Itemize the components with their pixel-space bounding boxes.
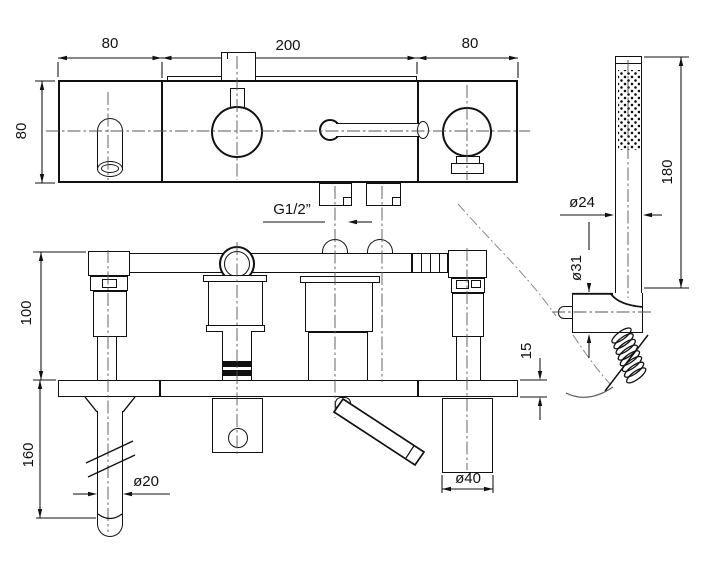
dim-handshower-length: 180: [659, 159, 676, 185]
front-right-pipe: [456, 337, 481, 380]
front-rib-line: [430, 254, 432, 272]
front-cartridge-block: [208, 281, 263, 326]
dim-height-above-deck: 100: [18, 300, 35, 326]
dim-deck-thickness: 15: [518, 342, 535, 360]
deck-joint-line: [159, 381, 161, 396]
plan-diverter-knob: [442, 107, 492, 157]
dim-pipe-length: 160: [20, 442, 37, 468]
thread-size-label: G1/2”: [273, 201, 311, 218]
front-oring-band: [223, 361, 251, 367]
front-rib-line: [439, 254, 441, 272]
underdeck-fitting-hole: [228, 428, 248, 448]
front-valve-lower-block: [308, 332, 368, 380]
plan-back-plate: [167, 76, 417, 81]
front-inlet-dome-right: [367, 239, 393, 253]
front-left-collar-notch: [102, 279, 117, 288]
front-left-pipe: [97, 337, 117, 380]
dim-cylinder-diameter: ø40: [455, 470, 481, 487]
plan-section-divider-left: [161, 81, 163, 182]
handshower-spray-face: [618, 70, 640, 150]
dim-top-width-right: 80: [461, 35, 479, 52]
deck-joint-line: [417, 381, 419, 396]
plan-spout-outlet-bore: [101, 164, 119, 173]
mounting-deck: [58, 380, 518, 397]
plan-thermostat-stem: [230, 88, 245, 108]
spout-pipe-rounded-end: [97, 506, 123, 537]
front-thermostat-ring-inner: [224, 251, 250, 277]
inlet-nipple-left-notch: [343, 197, 352, 206]
spout-pipe: [97, 411, 123, 506]
underdeck-cylinder: [442, 398, 493, 473]
handshower-cap-seam: [616, 63, 641, 65]
front-right-end-block: [448, 250, 487, 278]
plan-top-tab-lip: [227, 53, 229, 59]
front-right-collar-notch2: [471, 280, 481, 288]
front-right-collar-notch: [456, 280, 469, 289]
underdeck-lever-pivot: [335, 397, 351, 411]
inlet-nipple-right-notch: [392, 197, 401, 206]
front-valve-block: [305, 282, 373, 332]
front-rib-line: [421, 254, 423, 272]
plan-lever-end-cap: [417, 121, 429, 139]
plan-top-tab: [221, 52, 256, 81]
front-inlet-dome-left: [322, 239, 348, 253]
front-left-end-block: [88, 251, 130, 276]
dim-body-depth: 80: [13, 122, 30, 140]
front-left-body: [93, 291, 127, 337]
handshower-holder: [572, 293, 643, 333]
dim-top-width-center: 200: [275, 37, 301, 54]
plan-view-body: [58, 80, 518, 183]
dim-handshower-diameter: ø24: [569, 194, 595, 211]
dim-holder-diameter: ø31: [568, 255, 585, 281]
dim-spout-pipe-diameter: ø20: [133, 473, 159, 490]
dim-top-width-left: 80: [101, 35, 119, 52]
plan-lever-arm: [336, 123, 424, 137]
front-right-body: [452, 293, 484, 337]
plan-diverter-stem-lower: [451, 163, 484, 174]
holder-wall-pin: [558, 306, 573, 319]
front-oring-band: [223, 370, 251, 376]
flexible-hose-coil: [565, 327, 649, 398]
plan-thermostat-knob: [211, 106, 263, 158]
